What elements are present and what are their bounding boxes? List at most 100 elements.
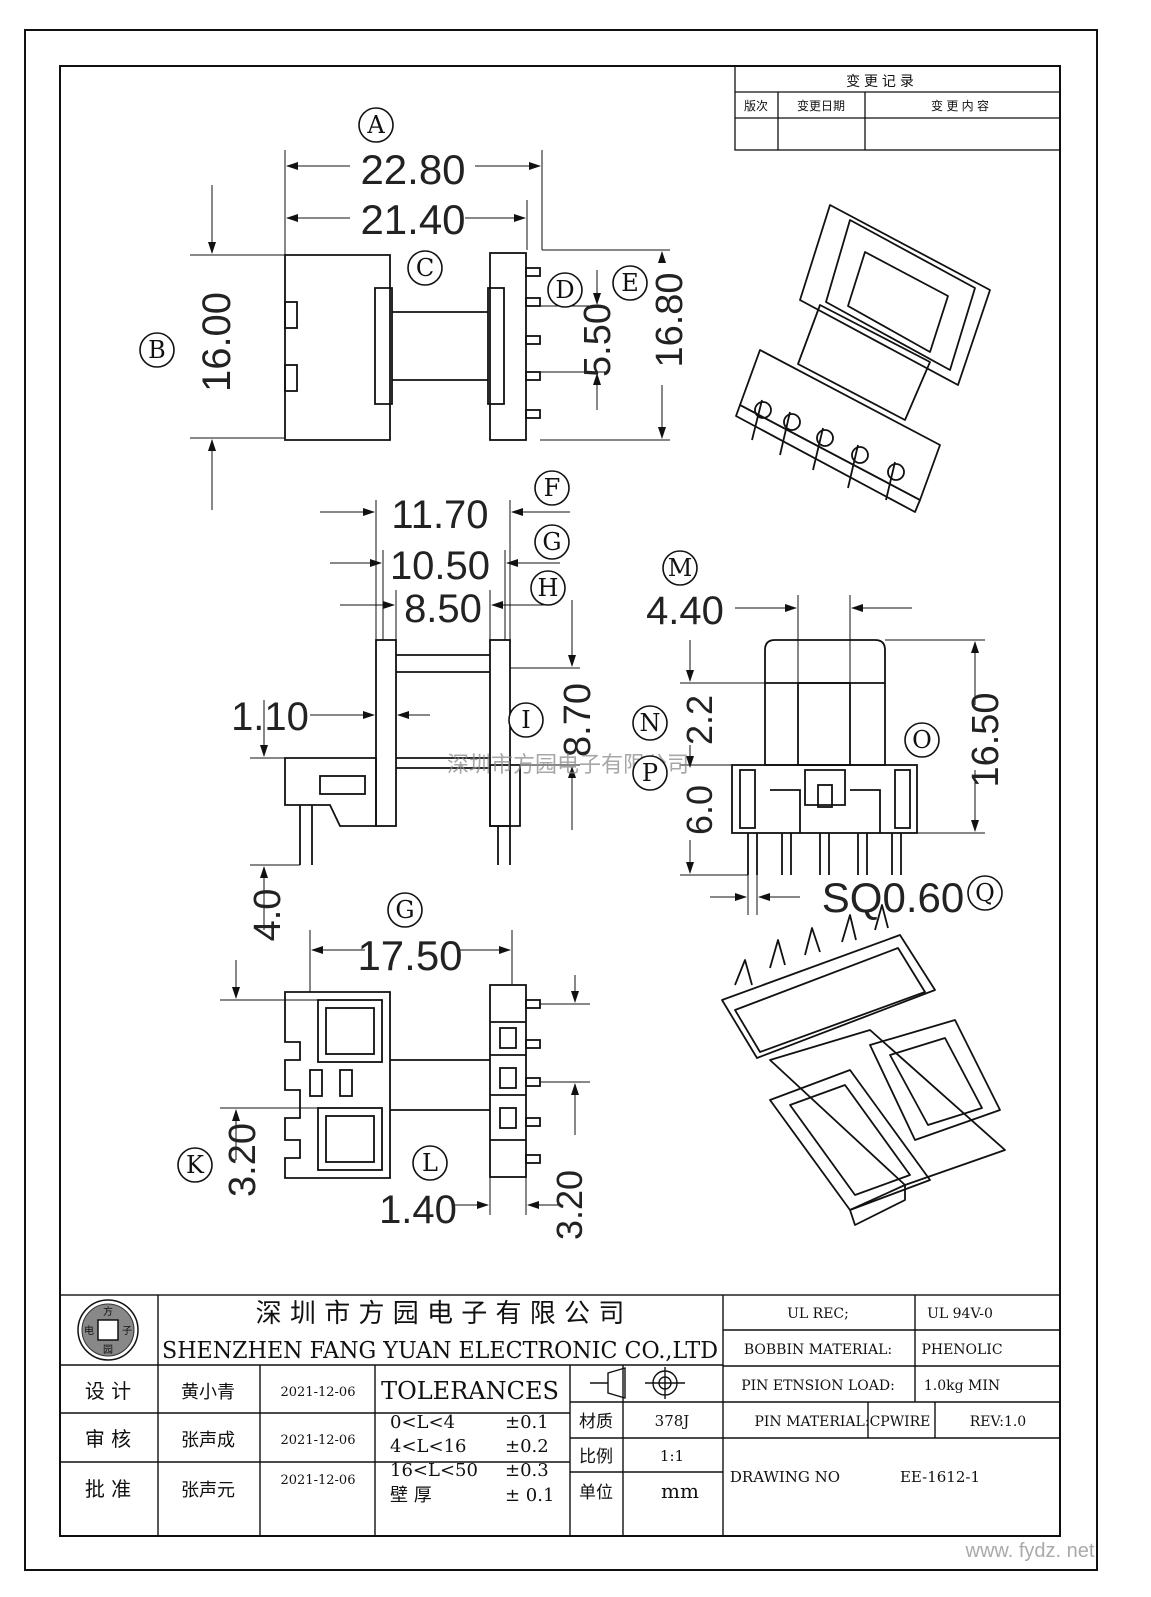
front-view (284, 252, 541, 441)
svg-text:0<L<4: 0<L<4 (390, 1412, 455, 1433)
svg-text:P: P (642, 759, 658, 787)
callout-k (177, 1147, 213, 1183)
svg-text:16<L<50: 16<L<50 (390, 1460, 478, 1481)
revision-col-content: 变 更 内 容 (931, 98, 989, 113)
svg-text:电: 电 (84, 1324, 94, 1337)
callout-g (534, 524, 570, 560)
svg-text:I: I (521, 706, 530, 734)
svg-text:审 核: 审 核 (85, 1427, 131, 1451)
dim-o: 16.50 (965, 692, 1007, 787)
svg-text:2021-12-06: 2021-12-06 (281, 1433, 356, 1448)
callout-l (412, 1145, 448, 1181)
svg-text:BOBBIN MATERIAL:: BOBBIN MATERIAL: (744, 1342, 892, 1358)
svg-text:Q: Q (975, 879, 995, 907)
dim-p: 6.0 (679, 785, 720, 835)
dim-g: 10.50 (390, 544, 490, 588)
svg-text:材质: 材质 (579, 1412, 613, 1432)
svg-text:张声成: 张声成 (181, 1430, 235, 1451)
svg-text:批 准: 批 准 (85, 1477, 131, 1501)
svg-text:E: E (621, 269, 639, 297)
dim-pin-length: 4.0 (247, 889, 289, 942)
bottom-view-dims (220, 930, 590, 1215)
svg-text:PHENOLIC: PHENOLIC (921, 1342, 1002, 1358)
svg-text:N: N (640, 709, 661, 737)
callout-p (632, 755, 668, 791)
side-view-dims (250, 500, 580, 930)
svg-text:园: 园 (103, 1344, 113, 1356)
callout-b (139, 332, 175, 368)
svg-text:±0.3: ±0.3 (505, 1460, 549, 1481)
bottom-view (284, 984, 541, 1179)
projection-symbol (590, 1367, 685, 1399)
svg-text:1:1: 1:1 (660, 1447, 684, 1465)
svg-text:G: G (395, 896, 414, 924)
svg-text:±0.1: ±0.1 (505, 1412, 549, 1433)
dim-b: 16.00 (195, 292, 239, 392)
approval-rows: 设 计 黄小青 2021-12-06 审 核 张声成 2021-12-06 批 … (85, 1379, 356, 1501)
callout-c (407, 250, 443, 286)
svg-text:F: F (544, 474, 561, 502)
svg-text:C: C (416, 254, 434, 282)
svg-text:2021-12-06: 2021-12-06 (281, 1385, 356, 1400)
revision-title: 变 更 记 录 (846, 73, 914, 89)
callout-e (612, 265, 648, 301)
revision-block (734, 65, 1061, 151)
dim-l2: 3.20 (549, 1170, 590, 1240)
dim-f: 11.70 (391, 493, 488, 537)
svg-text:EE-1612-1: EE-1612-1 (900, 1468, 980, 1486)
svg-text:mm: mm (661, 1479, 699, 1503)
svg-text:方: 方 (103, 1305, 113, 1318)
end-view (731, 639, 918, 875)
company-name-en: SHENZHEN FANG YUAN ELECTRONIC CO.,LTD (162, 1338, 718, 1364)
callout-d (547, 272, 583, 308)
svg-text:子: 子 (122, 1325, 132, 1337)
svg-text:UL REC;: UL REC; (787, 1306, 849, 1322)
svg-text:壁 厚: 壁 厚 (390, 1485, 432, 1506)
front-view-dims (190, 150, 670, 510)
callouts (139, 107, 1003, 1183)
outer-frame (24, 29, 1098, 1571)
end-view-dims (680, 595, 985, 915)
svg-text:G: G (542, 528, 561, 556)
svg-text:K: K (186, 1151, 205, 1179)
dim-a-overall: 22.80 (360, 146, 465, 193)
svg-text:PIN MATERIAL:: PIN MATERIAL: (754, 1414, 869, 1430)
iso-view-bottom (721, 904, 1006, 1226)
dim-d: 5.50 (577, 303, 619, 377)
revision-col-date: 变更日期 (797, 98, 845, 113)
callout-m (662, 550, 698, 586)
dim-i: 8.70 (557, 683, 599, 757)
svg-text:张声元: 张声元 (181, 1480, 235, 1501)
svg-text:B: B (148, 336, 166, 364)
svg-text:378J: 378J (655, 1412, 690, 1430)
dim-pin-gap: 1.10 (231, 695, 309, 739)
svg-text:±0.2: ±0.2 (505, 1436, 549, 1457)
svg-text:O: O (912, 726, 932, 754)
callout-h (530, 570, 566, 606)
svg-text:M: M (668, 554, 693, 582)
material-info: 材质 378J 比例 1:1 单位 mm (579, 1412, 699, 1503)
callout-o (904, 722, 940, 758)
spec-info: UL REC; UL 94V-0 BOBBIN MATERIAL: PHENOL… (730, 1306, 1026, 1486)
svg-text:H: H (538, 574, 559, 602)
svg-text:2021-12-06: 2021-12-06 (281, 1473, 356, 1488)
svg-text:比例: 比例 (579, 1447, 613, 1467)
svg-text:DRAWING NO: DRAWING NO (730, 1468, 840, 1486)
watermark-url: www. fydz. net (965, 1540, 1095, 1562)
dim-n: 2.2 (679, 695, 720, 745)
dim-a-inner: 21.40 (360, 196, 465, 243)
tolerance-table: 0<L<4 ±0.1 4<L<16 ±0.2 16<L<50 ±0.3 壁 厚 … (390, 1412, 554, 1506)
svg-text:1.0kg MIN: 1.0kg MIN (924, 1378, 1000, 1394)
callout-i (508, 702, 544, 738)
title-block-grid (59, 1294, 1061, 1537)
callout-letters: A B C D E F G H I M N O P Q G K L (148, 111, 995, 1179)
svg-text:UL 94V-0: UL 94V-0 (927, 1306, 993, 1322)
callout-q (967, 875, 1003, 911)
dim-q: SQ0.60 (822, 874, 964, 921)
company-name-cn: 深 圳 市 方 园 电 子 有 限 公 司 (256, 1299, 625, 1329)
company-logo: 方 电 子 园 (77, 1299, 139, 1361)
callout-n (632, 705, 668, 741)
tolerances-title: TOLERANCES (381, 1377, 559, 1405)
dim-g-bottom: 17.50 (357, 932, 462, 979)
